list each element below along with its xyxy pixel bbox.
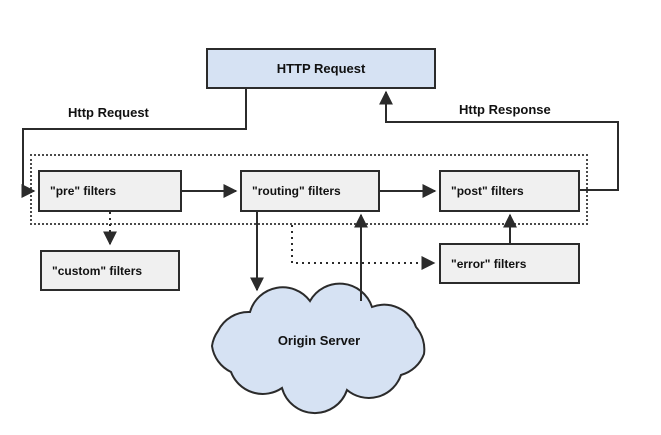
routing-filters-label: "routing" filters — [252, 184, 341, 198]
http-request-edge-label: Http Request — [68, 105, 149, 120]
http-request-box: HTTP Request — [206, 48, 436, 89]
edge-chain-to-error — [291, 225, 436, 270]
pre-filters-box: "pre" filters — [38, 170, 182, 212]
custom-filters-label: "custom" filters — [52, 263, 143, 278]
post-filters-box: "post" filters — [439, 170, 580, 212]
origin-server-cloud — [210, 282, 426, 415]
error-filters-box: "error" filters — [439, 243, 580, 284]
origin-server-label: Origin Server — [277, 333, 361, 348]
http-request-box-label: HTTP Request — [276, 61, 366, 76]
routing-filters-box: "routing" filters — [240, 170, 380, 212]
error-filters-label: "error" filters — [451, 256, 527, 271]
pre-filters-label: "pre" filters — [50, 184, 117, 198]
post-filters-label: "post" filters — [451, 184, 524, 198]
custom-filters-box: "custom" filters — [40, 250, 180, 291]
http-response-edge-label: Http Response — [459, 102, 551, 117]
